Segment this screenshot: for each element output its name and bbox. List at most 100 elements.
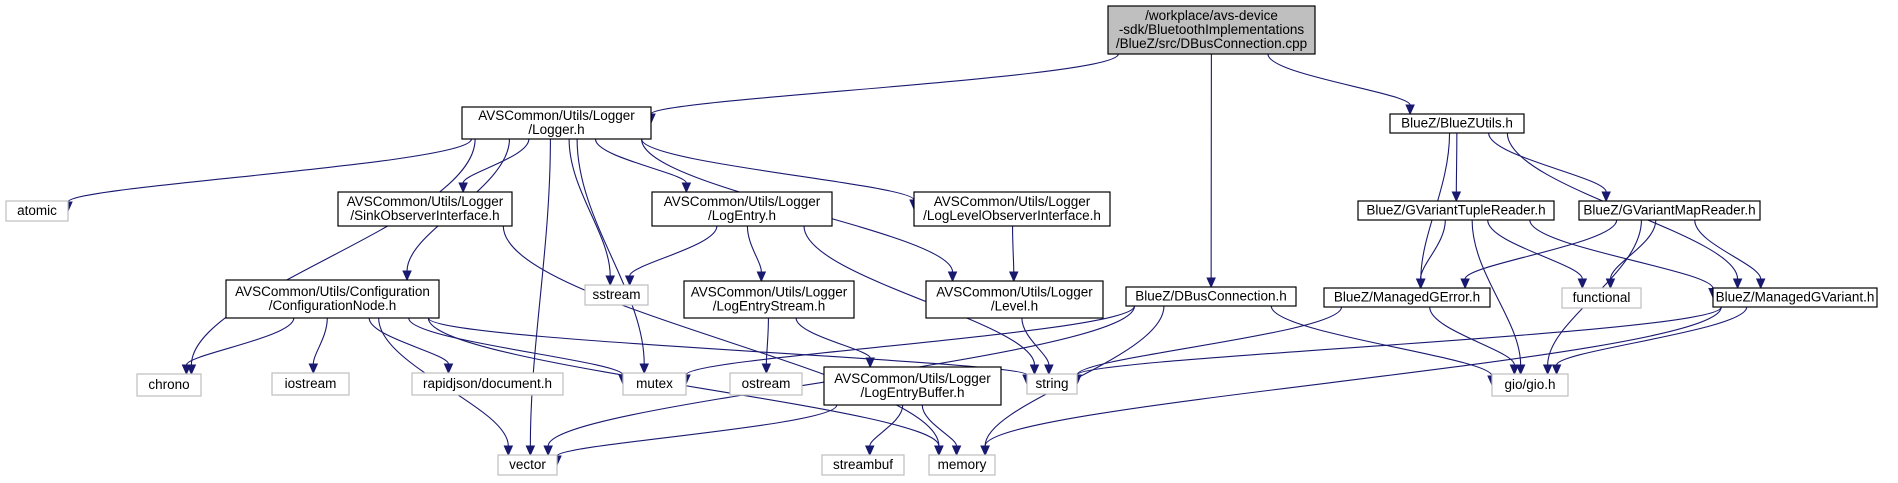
arrow-head-icon <box>1405 104 1415 116</box>
node-label: ostream <box>742 376 791 391</box>
node-chrono: chrono <box>136 373 202 397</box>
node-managedgvariant[interactable]: BlueZ/ManagedGVariant.h <box>1712 287 1878 308</box>
node-label: functional <box>1573 290 1631 305</box>
node-mapreader[interactable]: BlueZ/GVariantMapReader.h <box>1578 200 1761 221</box>
arrow-head-icon <box>947 271 958 283</box>
arrow-head-icon <box>402 270 412 282</box>
arrow-head-icon <box>1542 364 1553 376</box>
edge-root-to-bluezutils <box>1267 53 1415 116</box>
edge-line <box>1464 219 1618 280</box>
arrow-head-icon <box>639 363 649 375</box>
arrow-head-icon <box>458 182 468 194</box>
node-logentrystream[interactable]: AVSCommon/Utils/Logger/LogEntryStream.h <box>683 280 855 319</box>
edge-line <box>1471 219 1522 366</box>
edge-loglevelobs-to-level <box>1008 225 1019 283</box>
node-label: mutex <box>636 376 673 391</box>
node-managedgerror[interactable]: BlueZ/ManagedGError.h <box>1323 287 1491 308</box>
arrow-head-icon <box>980 445 990 457</box>
node-label: /BlueZ/src/DBusConnection.cpp <box>1116 36 1307 51</box>
node-logentrybuffer[interactable]: AVSCommon/Utils/Logger/LogEntryBuffer.h <box>823 366 1002 406</box>
edge-level-to-string <box>1021 317 1054 376</box>
edge-line <box>869 404 904 447</box>
edge-mapreader-to-managedgerror <box>1460 219 1618 290</box>
node-label: BlueZ/ManagedGVariant.h <box>1716 289 1875 304</box>
edge-line <box>576 138 645 365</box>
arrow-head-icon <box>1577 278 1588 290</box>
node-box <box>411 372 564 396</box>
node-label: /LogLevelObserverInterface.h <box>923 208 1101 223</box>
arrow-head-icon <box>865 357 875 369</box>
node-sinkobs[interactable]: AVSCommon/Utils/Logger/SinkObserverInter… <box>337 191 513 227</box>
arrow-head-icon <box>1029 364 1040 376</box>
node-logentry[interactable]: AVSCommon/Utils/Logger/LogEntry.h <box>651 191 833 227</box>
arrow-head-icon <box>864 445 875 457</box>
node-label: AVSCommon/Utils/Configuration <box>235 284 430 299</box>
arrow-head-icon <box>1732 278 1743 290</box>
node-label: /SinkObserverInterface.h <box>350 208 499 223</box>
arrow-head-icon <box>761 363 772 375</box>
node-label: streambuf <box>833 457 893 472</box>
arrow-head-icon <box>543 445 553 457</box>
node-box <box>821 454 905 476</box>
edge-tuplereader-to-giogio <box>1471 219 1526 376</box>
node-streambuf: streambuf <box>821 454 905 476</box>
edge-line <box>408 317 624 376</box>
arrow-head-icon <box>1008 271 1019 283</box>
node-label: AVSCommon/Utils/Logger <box>936 284 1093 299</box>
node-logger[interactable]: AVSCommon/Utils/Logger/Logger.h <box>461 106 652 140</box>
edge-bluezutils-to-mapreader <box>1488 132 1611 203</box>
node-box <box>1578 200 1761 221</box>
node-label: AVSCommon/Utils/Logger <box>347 194 504 209</box>
node-box <box>1712 287 1878 308</box>
edge-line <box>502 225 940 447</box>
edge-line <box>685 305 1136 376</box>
edge-mapreader-to-functional <box>1605 219 1657 290</box>
edge-logger-to-vector <box>525 138 551 457</box>
node-ostream: ostream <box>729 372 803 396</box>
node-tuplereader[interactable]: BlueZ/GVariantTupleReader.h <box>1357 200 1555 221</box>
edge-line <box>368 317 450 365</box>
node-label: atomic <box>17 203 57 218</box>
edge-line <box>1429 306 1515 366</box>
edge-confignode-to-chrono <box>181 317 295 376</box>
arrow-head-icon <box>1460 278 1470 290</box>
node-box <box>461 106 652 140</box>
edge-line <box>1420 219 1446 280</box>
node-box <box>651 191 833 227</box>
edge-line <box>1488 132 1607 193</box>
node-sstream: sstream <box>584 284 649 306</box>
node-box <box>225 279 440 319</box>
node-string: string <box>1026 373 1078 395</box>
node-level[interactable]: AVSCommon/Utils/Logger/Level.h <box>925 280 1104 319</box>
node-label: /LogEntryStream.h <box>713 298 826 313</box>
node-iostream: iostream <box>271 372 350 396</box>
node-dbusconn[interactable]: BlueZ/DBusConnection.h <box>1125 286 1297 307</box>
node-box <box>823 366 1002 406</box>
node-box <box>925 280 1104 319</box>
edge-line <box>1609 219 1657 280</box>
edge-line <box>984 306 1722 447</box>
node-label: gio/gio.h <box>1504 377 1555 392</box>
edge-line <box>1076 306 1722 376</box>
node-bluezutils[interactable]: BlueZ/BlueZUtils.h <box>1389 113 1525 134</box>
edge-tuplereader-to-managedgvariant <box>1529 219 1718 299</box>
node-rapidjson: rapidjson/document.h <box>411 372 564 396</box>
edge-root-to-logger <box>646 53 1119 125</box>
arrow-head-icon <box>951 445 962 457</box>
node-loglevelobs[interactable]: AVSCommon/Utils/Logger/LogLevelObserverI… <box>913 191 1111 227</box>
edge-line <box>594 138 687 184</box>
edge-line <box>67 138 472 203</box>
edge-line <box>765 317 769 365</box>
edge-root-to-dbusconn <box>1206 53 1216 289</box>
edge-line <box>556 404 838 457</box>
edge-line <box>190 138 476 366</box>
node-box <box>337 191 513 227</box>
node-confignode[interactable]: AVSCommon/Utils/Configuration/Configurat… <box>225 279 440 319</box>
edge-logentrystream-to-logentrybuffer <box>795 317 875 369</box>
edge-logentrybuffer-to-streambuf <box>864 404 904 457</box>
node-root[interactable]: /workplace/avs-device-sdk/BluetoothImple… <box>1107 5 1316 55</box>
graph-nodes: /workplace/avs-device-sdk/BluetoothImple… <box>5 5 1878 476</box>
node-box <box>136 373 202 397</box>
node-label: /LogEntry.h <box>708 208 776 223</box>
